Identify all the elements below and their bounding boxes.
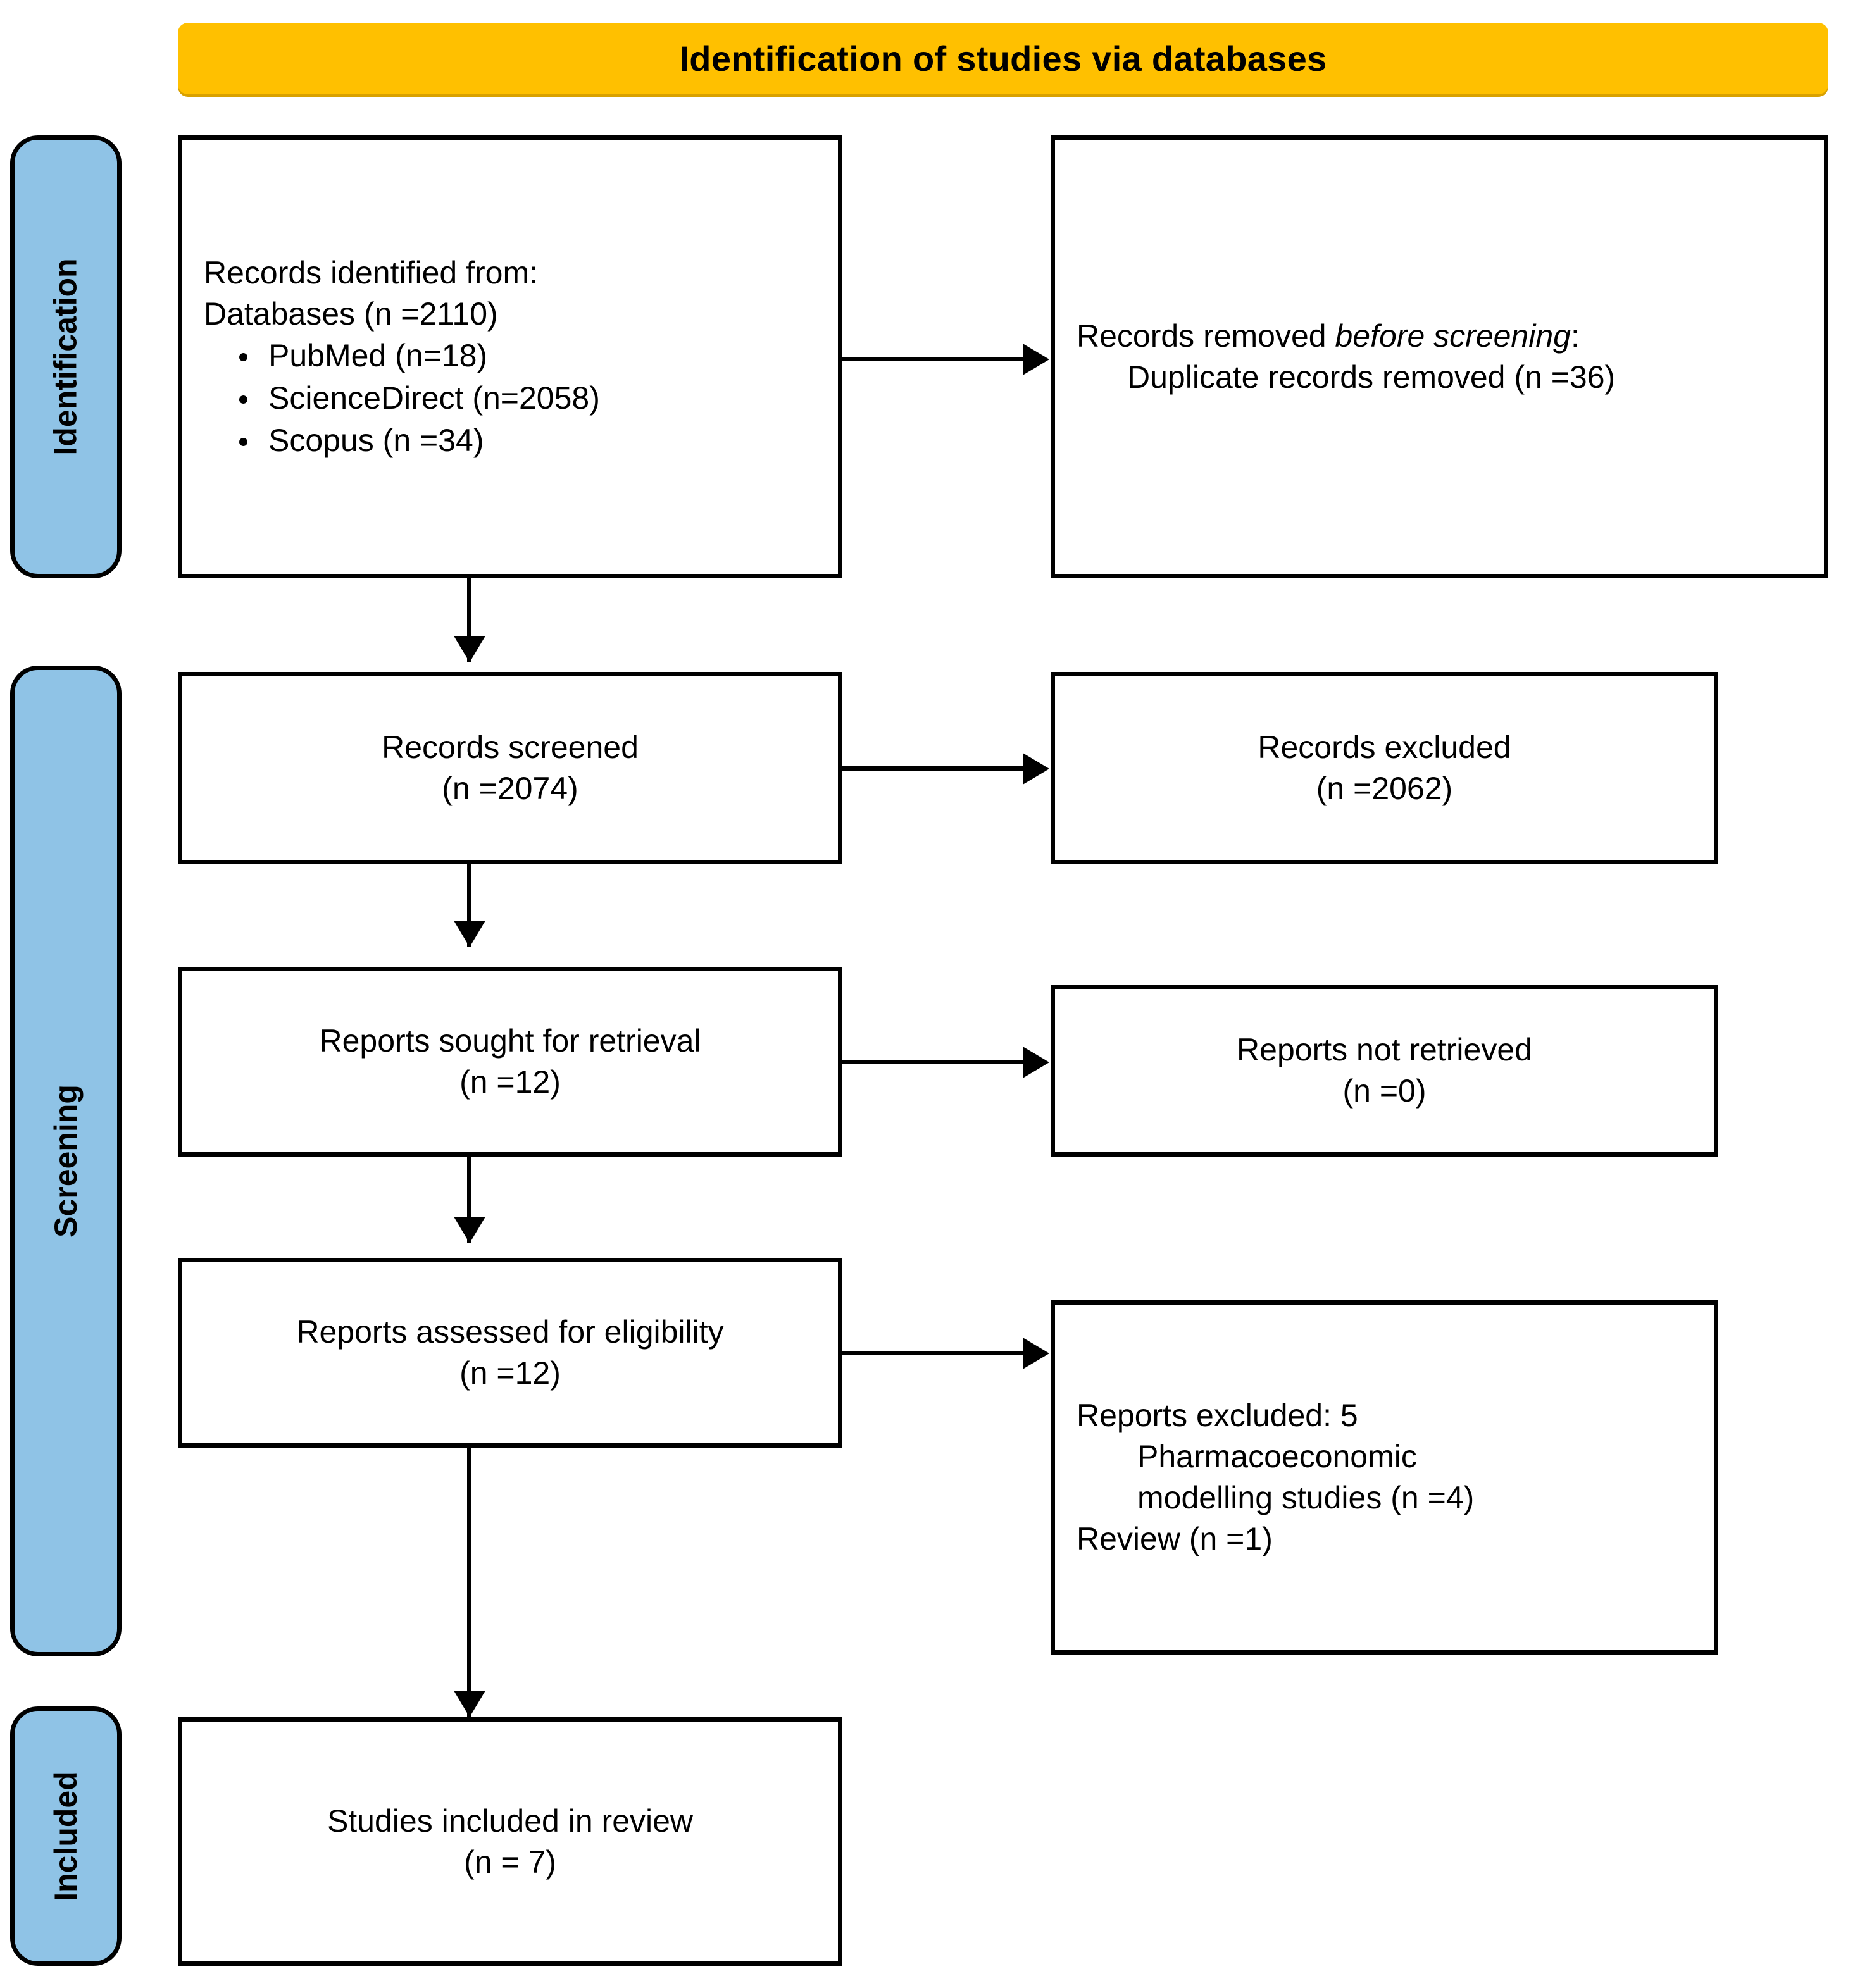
reports-not-retrieved-line1: Reports not retrieved: [1237, 1032, 1532, 1067]
arrow-head-identified-to-screened: [454, 636, 485, 662]
arrow-line-assessed-to-reports-excluded: [842, 1351, 1024, 1355]
box-studies-included-in-review: Studies included in review (n = 7): [178, 1717, 842, 1966]
box-records-identified-content: Records identified from: Databases (n =2…: [182, 252, 838, 462]
records-removed-italic: before screening: [1335, 318, 1571, 354]
arrow-head-screened-to-sought: [454, 921, 485, 947]
header-title: Identification of studies via databases: [679, 39, 1327, 78]
box-reports-excluded: Reports excluded: 5 Pharmacoeconomic mod…: [1051, 1300, 1718, 1655]
records-identified-line1: Records identified from:: [204, 254, 539, 290]
box-records-removed-content: Records removed before screening: Duplic…: [1055, 316, 1824, 398]
list-item: PubMed (n=18): [239, 335, 816, 377]
arrow-head-assessed-to-included: [454, 1691, 485, 1717]
list-item: ScienceDirect (n=2058): [239, 377, 816, 419]
records-excluded-line1: Records excluded: [1258, 730, 1511, 765]
box-reports-not-retrieved-content: Reports not retrieved (n =0): [1055, 1029, 1714, 1112]
records-removed-line2: Duplicate records removed (n =36): [1127, 359, 1616, 395]
records-excluded-line2: (n =2062): [1316, 771, 1453, 806]
records-identified-source-list: PubMed (n=18) ScienceDirect (n=2058) Sco…: [204, 335, 816, 462]
records-identified-line2: Databases (n =2110): [204, 295, 498, 332]
studies-included-line2: (n = 7): [464, 1844, 556, 1880]
arrow-line-screened-to-sought: [467, 864, 471, 947]
arrow-line-identified-to-removed: [842, 357, 1024, 361]
arrow-head-sought-to-assessed: [454, 1217, 485, 1243]
reports-assessed-line1: Reports assessed for eligibility: [296, 1314, 724, 1350]
box-studies-included-content: Studies included in review (n = 7): [182, 1801, 838, 1883]
stage-label-included: Included: [48, 1771, 84, 1901]
stage-bar-screening: Screening: [10, 666, 122, 1656]
reports-not-retrieved-line2: (n =0): [1342, 1073, 1427, 1109]
stage-bar-identification: Identification: [10, 135, 122, 578]
box-records-excluded-content: Records excluded (n =2062): [1055, 727, 1714, 809]
reports-sought-line1: Reports sought for retrieval: [319, 1023, 701, 1059]
box-records-identified: Records identified from: Databases (n =2…: [178, 135, 842, 578]
stage-label-screening: Screening: [48, 1084, 84, 1238]
arrow-line-sought-to-assessed: [467, 1157, 471, 1243]
box-records-screened: Records screened (n =2074): [178, 672, 842, 864]
arrow-line-screened-to-excluded: [842, 766, 1024, 771]
records-removed-prefix: Records removed: [1077, 318, 1335, 354]
list-item: Scopus (n =34): [239, 419, 816, 462]
reports-excluded-line4: Review (n =1): [1077, 1521, 1273, 1556]
arrow-line-assessed-to-included: [467, 1448, 471, 1720]
records-screened-line2: (n =2074): [442, 771, 578, 806]
box-reports-not-retrieved: Reports not retrieved (n =0): [1051, 985, 1718, 1157]
box-records-screened-content: Records screened (n =2074): [182, 727, 838, 809]
box-reports-excluded-content: Reports excluded: 5 Pharmacoeconomic mod…: [1055, 1395, 1714, 1560]
header-banner: Identification of studies via databases: [178, 23, 1828, 94]
stage-bar-included: Included: [10, 1706, 122, 1966]
box-reports-sought-for-retrieval: Reports sought for retrieval (n =12): [178, 967, 842, 1157]
box-records-excluded: Records excluded (n =2062): [1051, 672, 1718, 864]
reports-excluded-line2: Pharmacoeconomic: [1137, 1439, 1417, 1474]
box-reports-assessed-for-eligibility: Reports assessed for eligibility (n =12): [178, 1258, 842, 1448]
box-reports-sought-content: Reports sought for retrieval (n =12): [182, 1021, 838, 1103]
records-screened-line1: Records screened: [382, 730, 639, 765]
reports-excluded-line1: Reports excluded: 5: [1077, 1398, 1358, 1433]
arrow-head-identified-to-removed: [1023, 344, 1049, 375]
arrow-line-sought-to-not-retrieved: [842, 1060, 1024, 1064]
box-records-removed-before-screening: Records removed before screening: Duplic…: [1051, 135, 1828, 578]
records-removed-line1: Records removed before screening:: [1077, 316, 1802, 357]
studies-included-line1: Studies included in review: [327, 1803, 694, 1839]
reports-sought-line2: (n =12): [459, 1064, 561, 1100]
reports-excluded-line3: modelling studies (n =4): [1137, 1480, 1475, 1515]
stage-label-identification: Identification: [48, 258, 84, 456]
box-reports-assessed-content: Reports assessed for eligibility (n =12): [182, 1312, 838, 1394]
arrow-head-assessed-to-reports-excluded: [1023, 1338, 1049, 1369]
arrow-head-sought-to-not-retrieved: [1023, 1047, 1049, 1078]
reports-assessed-line2: (n =12): [459, 1355, 561, 1391]
arrow-head-screened-to-excluded: [1023, 753, 1049, 785]
records-removed-suffix: :: [1570, 318, 1580, 354]
arrow-line-identified-to-screened: [467, 578, 471, 662]
